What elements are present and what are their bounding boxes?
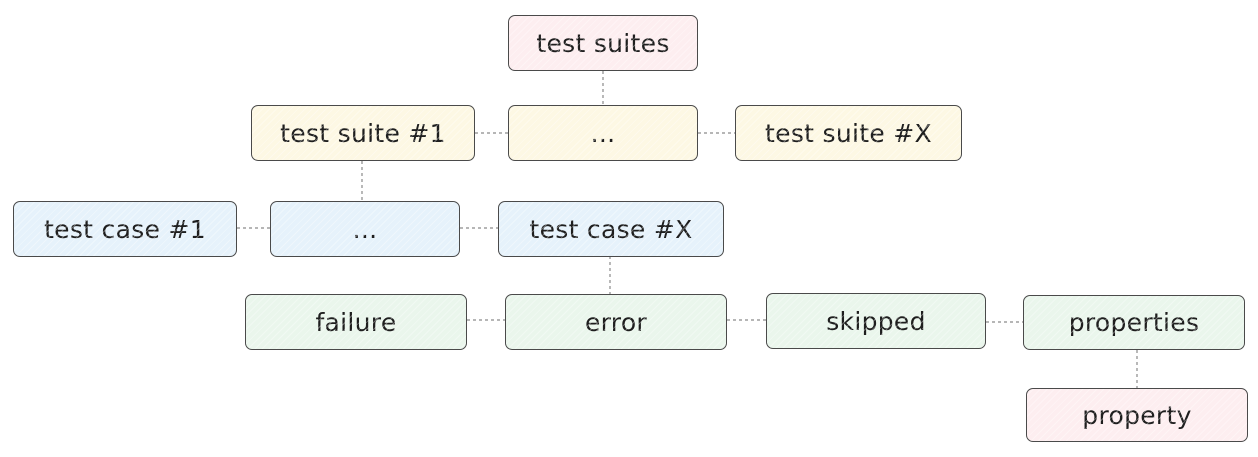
node-test-case-1: test case #1 (13, 201, 237, 257)
node-test-suites: test suites (508, 15, 698, 71)
node-test-case-x: test case #X (498, 201, 724, 257)
node-test-suite-ellipsis: ... (508, 105, 698, 161)
node-failure: failure (245, 294, 467, 350)
node-error: error (505, 294, 727, 350)
node-property: property (1026, 388, 1248, 442)
node-test-case-ellipsis: ... (270, 201, 460, 257)
node-properties: properties (1023, 295, 1245, 350)
node-test-suite-1: test suite #1 (251, 105, 475, 161)
node-skipped: skipped (766, 293, 986, 349)
node-test-suite-x: test suite #X (735, 105, 962, 161)
